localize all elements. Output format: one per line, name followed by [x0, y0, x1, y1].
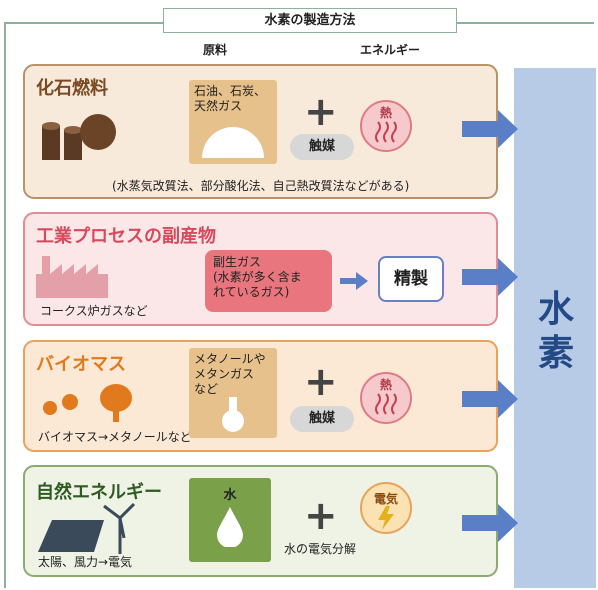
heat-icon — [360, 372, 412, 424]
industrial-title: 工業プロセスの副産物 — [36, 226, 216, 247]
renewable-note: 太陽、風力→電気 — [38, 555, 133, 569]
heat-waves-icon — [375, 393, 397, 415]
fossil-title: 化石燃料 — [36, 78, 108, 99]
arrow-icon — [462, 380, 518, 418]
biomass-title: バイオマス — [36, 354, 126, 375]
arrow-icon — [462, 110, 518, 148]
fossil-material-box: 石油、石炭、 天然ガス — [189, 80, 277, 164]
renewable-title: 自然エネルギー — [36, 482, 162, 503]
arrow-icon — [462, 258, 518, 296]
water-drop-icon — [217, 507, 243, 547]
catalyst-badge: 触媒 — [290, 134, 354, 160]
hydrogen-label: 水 素 — [537, 289, 574, 374]
biomass-note: バイオマス→メタノールなど — [38, 430, 192, 444]
electrolysis-label: 水の電気分解 — [284, 542, 357, 556]
biomass-icon — [43, 384, 132, 422]
industrial-note: コークス炉ガスなど — [40, 304, 148, 318]
arrow-icon — [462, 504, 518, 542]
lightning-icon — [378, 506, 394, 530]
fossil-note: (水蒸気改質法、部分酸化法、自己熱改質法などがある) — [112, 179, 410, 193]
plus-sign: + — [304, 359, 338, 405]
heat-waves-icon — [375, 121, 397, 143]
solar-wind-icon — [38, 502, 136, 554]
factory-icon — [36, 256, 108, 298]
hydrogen-bar — [514, 68, 596, 588]
small-arrow-icon — [340, 272, 368, 290]
header-raw-material: 原料 — [203, 43, 228, 57]
header-energy: エネルギー — [360, 43, 421, 57]
catalyst-badge: 触媒 — [290, 406, 354, 432]
plus-sign: + — [304, 493, 338, 539]
gas-tank-icon — [202, 127, 264, 158]
biomass-material-box: メタノールや メタンガス など — [189, 348, 277, 438]
byproduct-gas-box: 副生ガス (水素が多く含ま れているガス) — [205, 250, 332, 312]
refine-box: 精製 — [378, 256, 444, 302]
electricity-icon — [360, 482, 412, 534]
oil-coal-icon — [42, 114, 116, 160]
flask-icon — [222, 397, 244, 432]
diagram-title: 水素の製造方法 — [163, 8, 457, 33]
plus-sign: + — [304, 89, 338, 135]
heat-icon — [360, 100, 412, 152]
water-box: 水 — [189, 478, 271, 562]
